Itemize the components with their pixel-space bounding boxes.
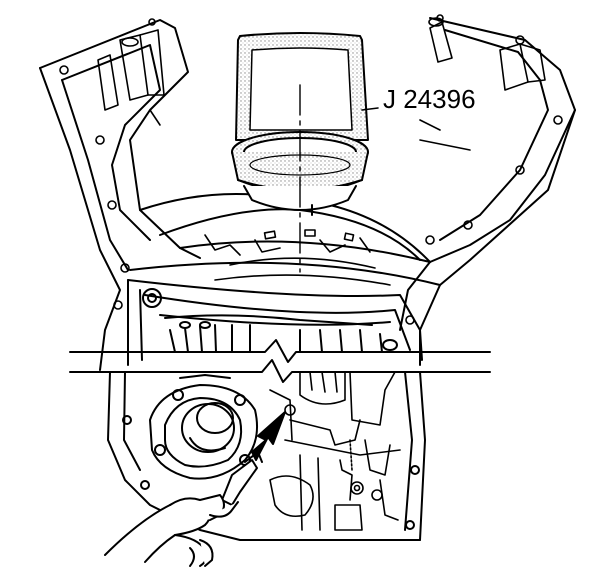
left-studs xyxy=(97,29,165,126)
right-studs xyxy=(419,17,546,151)
transmission-case xyxy=(127,279,423,366)
converter-opening xyxy=(204,229,391,286)
break-line xyxy=(69,339,491,383)
tool-callout-leader xyxy=(361,107,379,111)
valve-body-lower xyxy=(269,371,401,531)
indicator-arrow xyxy=(251,411,286,461)
bolt-holes xyxy=(59,14,563,325)
tool-callout-label: J 24396 xyxy=(383,84,476,114)
hand-pointer xyxy=(104,451,263,567)
tool-j24396 xyxy=(231,32,369,273)
case-lower xyxy=(107,371,426,541)
servo-cylinder xyxy=(149,374,258,480)
